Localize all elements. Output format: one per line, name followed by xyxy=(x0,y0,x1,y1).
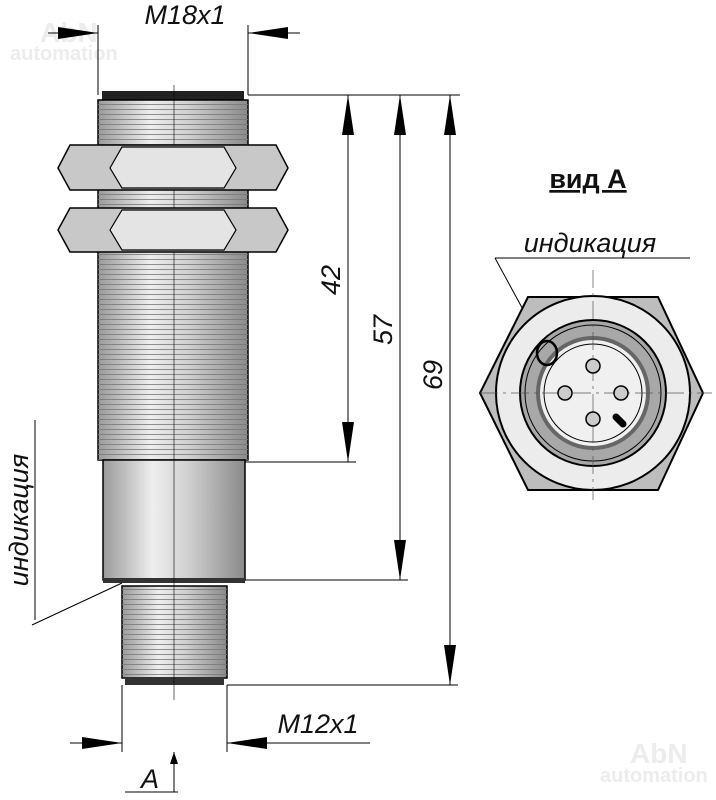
dimension-m18: M18x1 xyxy=(48,0,300,95)
dim-42: 42 xyxy=(316,265,346,295)
svg-text:индикация: индикация xyxy=(4,454,34,586)
svg-text:automation: automation xyxy=(600,765,708,787)
pin-3 xyxy=(613,385,629,401)
nut-bottom xyxy=(57,207,289,253)
dimension-m12: M12x1 xyxy=(70,685,370,752)
pin-4 xyxy=(585,411,601,427)
svg-text:M18x1: M18x1 xyxy=(144,0,225,30)
dim-69: 69 xyxy=(418,360,448,390)
view-title: вид А xyxy=(549,164,626,194)
nut-top xyxy=(57,144,289,191)
connector-view xyxy=(478,270,712,500)
view-marker: A xyxy=(125,752,178,794)
svg-text:automation: automation xyxy=(10,43,118,65)
watermark-top: AbN automation xyxy=(10,17,118,65)
svg-text:M12x1: M12x1 xyxy=(277,709,358,739)
pin-1 xyxy=(585,358,601,374)
svg-text:индикация: индикация xyxy=(524,228,656,258)
indicator-led-icon xyxy=(535,339,559,367)
dimension-lines xyxy=(227,94,460,686)
key-icon xyxy=(612,413,627,428)
dim-57: 57 xyxy=(368,314,398,345)
svg-text:A: A xyxy=(139,764,159,794)
pin-2 xyxy=(557,385,573,401)
watermark-bottom: AbN automation xyxy=(600,738,708,787)
indication-side: индикация xyxy=(4,420,123,626)
svg-text:AbN: AbN xyxy=(630,738,688,769)
